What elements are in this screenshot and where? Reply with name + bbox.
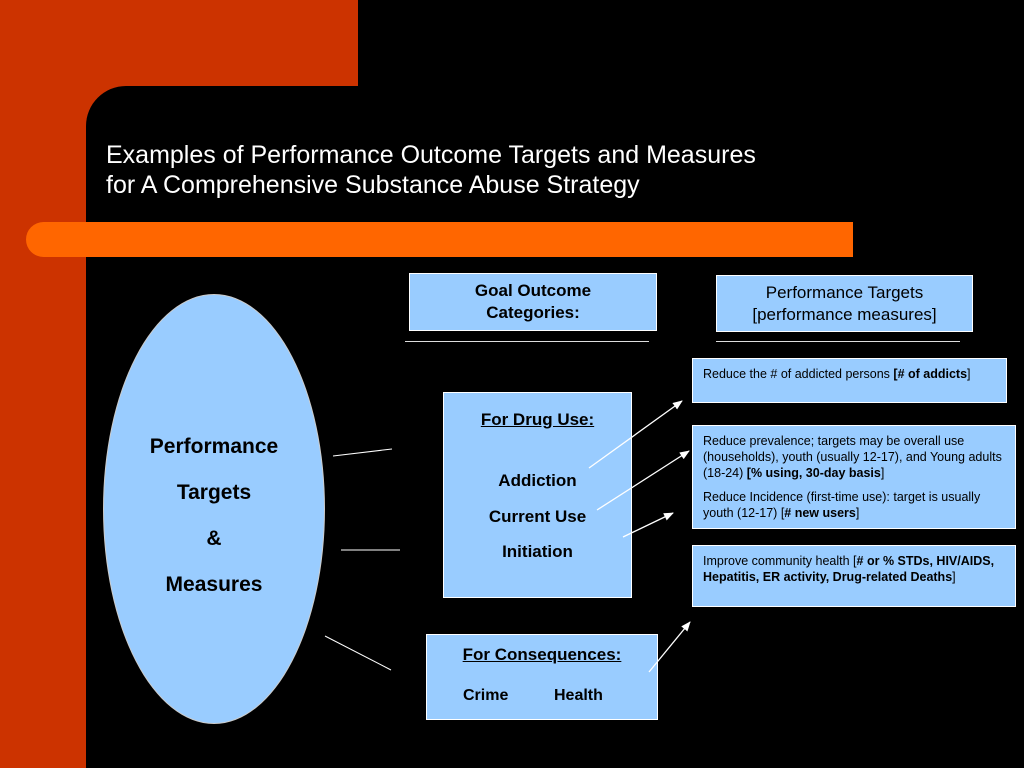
oval-line-3: &: [206, 527, 222, 550]
oval-line-2: Targets: [176, 481, 252, 504]
consequence-item: Health: [554, 687, 603, 704]
target-measure: # new users: [784, 506, 856, 520]
target-measure: [# of addicts: [893, 367, 968, 381]
target-prevalence-incidence: Reduce prevalence; targets may be overal…: [692, 425, 1016, 529]
target-text: Improve community health [: [703, 554, 857, 568]
perf-header-underline: [716, 341, 960, 342]
oval-label: Performance Targets & Measures: [103, 424, 325, 608]
perf-header-line-1: Performance Targets: [765, 283, 924, 302]
oval-line-1: Performance: [149, 435, 279, 458]
drug-use-heading: For Drug Use:: [480, 410, 595, 429]
target-close: ]: [952, 570, 956, 584]
arrow-consequences: [648, 621, 691, 673]
consequences-box: For Consequences: Crime Health: [426, 634, 658, 720]
title-line-2: for A Comprehensive Substance Abuse Stra…: [106, 171, 640, 199]
arrow-addiction: [588, 400, 683, 469]
arrow-initiation: [622, 512, 674, 538]
goal-header-line-2: Categories:: [486, 303, 580, 322]
drug-use-item: Initiation: [502, 542, 573, 561]
drug-use-item: Addiction: [498, 471, 577, 490]
target-close: ]: [967, 367, 971, 381]
oval-line-4: Measures: [165, 573, 263, 596]
perf-header-line-2: [performance measures]: [752, 305, 937, 324]
oval-connector-line: [332, 448, 393, 457]
target-close: ]: [855, 506, 860, 520]
consequences-heading: For Consequences:: [462, 645, 622, 664]
target-text: Reduce Incidence (first-time use): targe…: [703, 490, 981, 520]
oval-connector-line: [324, 635, 392, 671]
target-incidence: Reduce Incidence (first-time use): targe…: [703, 489, 1007, 521]
target-addiction: Reduce the # of addicted persons [# of a…: [692, 358, 1007, 403]
drug-use-box: For Drug Use: Addiction Current Use Init…: [443, 392, 632, 598]
consequence-item: Crime: [463, 687, 509, 704]
performance-oval: [103, 294, 325, 724]
goal-header-line-1: Goal Outcome: [474, 281, 592, 300]
target-text: Reduce prevalence; targets may be overal…: [703, 434, 1002, 480]
target-text: Reduce the # of addicted persons: [703, 367, 894, 381]
target-measure: [% using, 30-day basis: [746, 466, 881, 480]
arrow-current-use: [596, 450, 690, 511]
target-measure: # or % STDs, HIV/AIDS, Hepatitis, ER act…: [703, 554, 995, 584]
goal-outcome-header: Goal Outcome Categories:: [409, 273, 657, 331]
target-community-health: Improve community health [# or % STDs, H…: [692, 545, 1016, 607]
drug-use-item: Current Use: [488, 507, 587, 526]
slide-title: Examples of Performance Outcome Targets …: [106, 140, 906, 200]
target-prevalence: Reduce prevalence; targets may be overal…: [703, 433, 1007, 481]
orange-divider-bar: [26, 222, 853, 257]
performance-targets-header: Performance Targets [performance measure…: [716, 275, 973, 332]
goal-header-underline: [405, 341, 649, 342]
title-line-1: Examples of Performance Outcome Targets …: [106, 141, 756, 169]
target-close: ]: [880, 466, 885, 480]
